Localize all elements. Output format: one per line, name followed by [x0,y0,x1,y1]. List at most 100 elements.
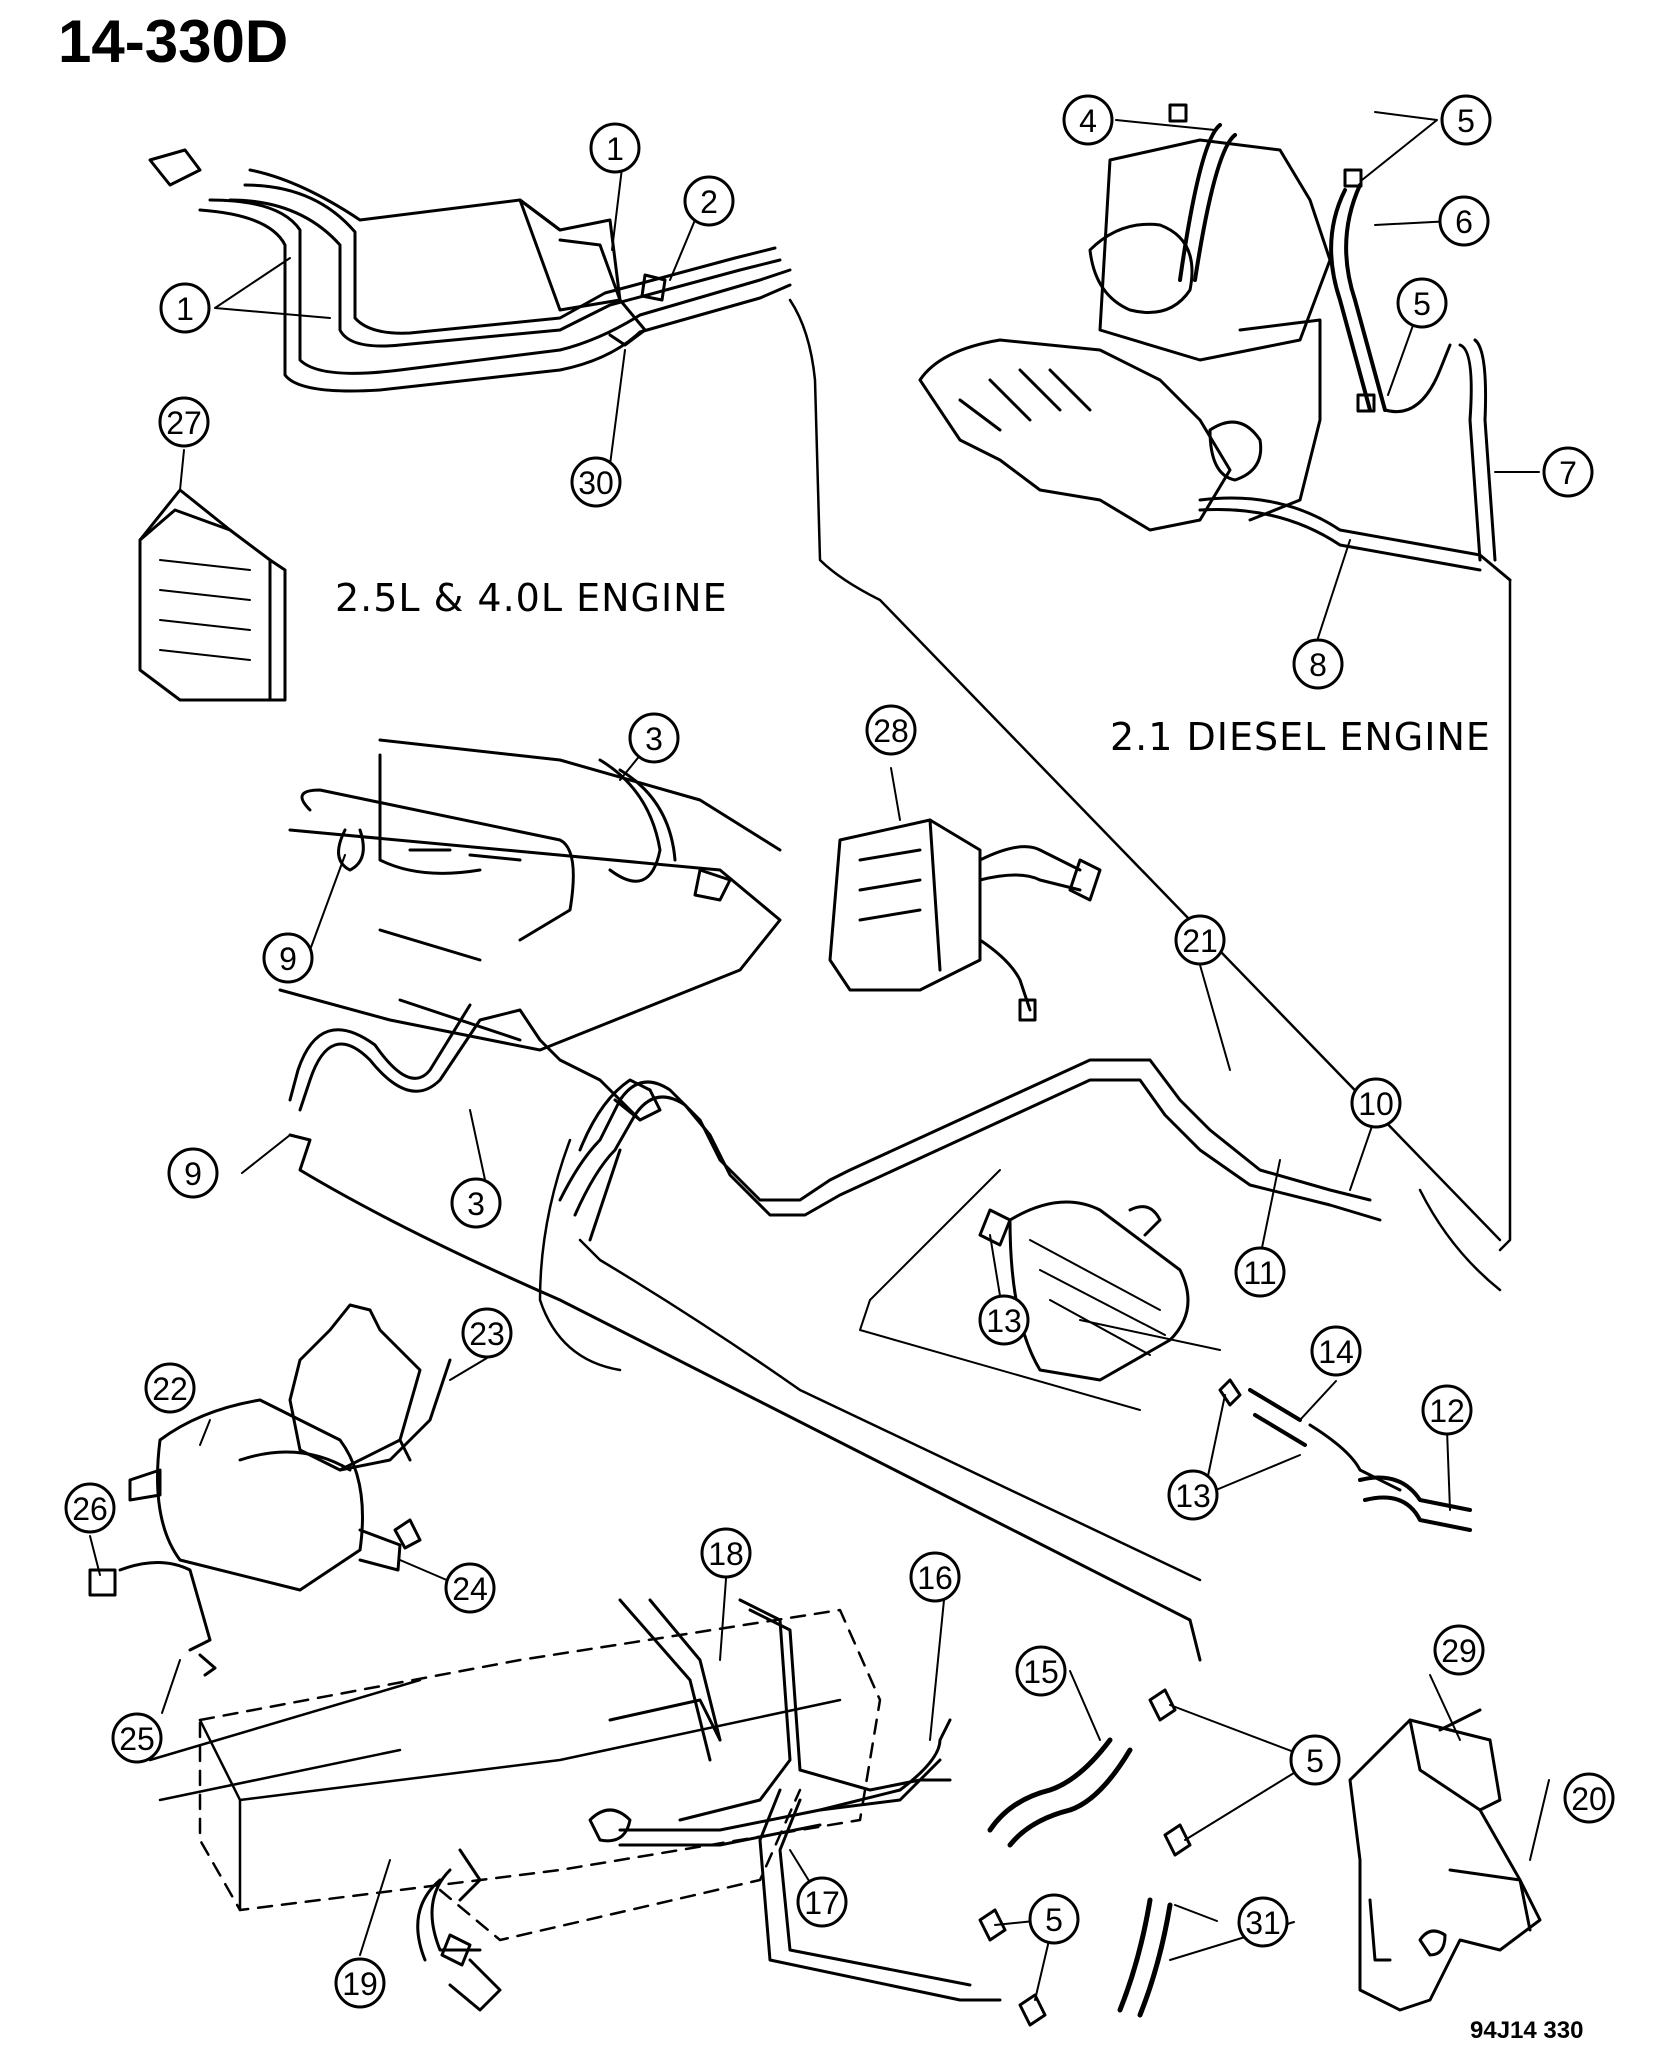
callout-9: 9 [262,932,314,984]
callout-circle [1028,1893,1080,1945]
callout-13: 13 [978,1294,1030,1346]
callout-circle [450,1177,502,1229]
callout-circle [700,1527,752,1579]
callout-circle [1542,446,1594,498]
callout-circle [158,396,210,448]
callout-5-2: 5 [1396,277,1448,329]
callout-number: 5 [1306,1743,1324,1779]
callout-circle [111,1712,163,1764]
callout-circle [1289,1734,1341,1786]
callout-2: 2 [683,175,735,227]
callout-number: 13 [986,1303,1022,1339]
diagram-title: 14-330D [58,8,288,75]
callout-9-2: 9 [167,1147,219,1199]
callout-12: 12 [1421,1384,1473,1436]
callout-19: 19 [334,1957,386,2009]
vapor-canister [859,1169,1472,1532]
callout-number: 4 [1079,103,1097,139]
callout-number: 1 [176,291,194,327]
callout-circle [1433,1624,1485,1676]
callout-number: 25 [119,1721,155,1757]
callout-number: 22 [152,1371,188,1407]
callout-13-2: 13 [1167,1469,1219,1521]
callout-15: 15 [1015,1645,1067,1697]
callout-circle [1167,1469,1219,1521]
callout-5-4: 5 [1028,1893,1080,1945]
callout-14: 14 [1310,1325,1362,1377]
callout-circle [589,122,641,174]
callout-26: 26 [64,1482,116,1534]
engine-label-gas: 2.5L & 4.0L ENGINE [335,576,728,620]
callout-number: 6 [1455,204,1473,240]
callout-number: 13 [1175,1478,1211,1514]
ecu-module [138,488,287,702]
callout-circle [334,1957,386,2009]
callout-5: 5 [1440,94,1492,146]
relay-module [828,818,1102,1022]
callout-number: 5 [1413,286,1431,322]
callout-circle [1310,1325,1362,1377]
callout-circle [1440,94,1492,146]
callout-circle [1237,1896,1289,1948]
callout-circle [1421,1384,1473,1436]
callout-circle [1350,1077,1402,1129]
mounting-bracket [1348,1708,1542,2012]
callout-circle [683,175,735,227]
callout-number: 28 [873,713,909,749]
callout-circle [1292,638,1344,690]
callout-number: 2 [700,184,718,220]
callout-number: 1 [606,131,624,167]
callout-circle [865,704,917,756]
callout-circle [909,1551,961,1603]
callout-number: 7 [1559,455,1577,491]
callout-number: 23 [469,1316,505,1352]
callout-4: 4 [1062,94,1114,146]
callout-16: 16 [909,1551,961,1603]
callout-circle [1438,195,1490,247]
callout-1-2: 1 [159,282,211,334]
callout-circle [167,1147,219,1199]
fuel-tank-filler-area [278,738,782,1052]
callout-circle [1563,1772,1615,1824]
drawing-code: 94J14 330 [1470,2017,1583,2044]
callout-circle [1396,277,1448,329]
callout-3-2: 3 [450,1177,502,1229]
callout-8: 8 [1292,638,1344,690]
callout-number: 9 [279,941,297,977]
filter-bracket [288,1303,452,1550]
callout-circle [1174,914,1226,966]
callout-21: 21 [1174,914,1226,966]
callout-circle [144,1362,196,1414]
fuel-filter [88,1398,402,1677]
callout-22: 22 [144,1362,196,1414]
callout-31: 31 [1237,1896,1289,1948]
fuel-lines-to-tank [288,1003,1502,1662]
callout-circle [1234,1246,1286,1298]
callout-3: 3 [628,712,680,764]
gas-engine-fuel-lines [148,148,1502,1242]
callout-number: 10 [1358,1086,1394,1122]
callout-27: 27 [158,396,210,448]
callout-circle [159,282,211,334]
callout-28: 28 [865,704,917,756]
callout-number: 27 [166,405,202,441]
callout-number: 29 [1441,1633,1477,1669]
callout-29: 29 [1433,1624,1485,1676]
callout-10: 10 [1350,1077,1402,1129]
callout-circle [1062,94,1114,146]
callout-number: 30 [578,465,614,501]
engine-label-diesel: 2.1 DIESEL ENGINE [1110,715,1491,759]
callout-number: 24 [452,1571,488,1607]
callout-7: 7 [1542,446,1594,498]
callout-30: 30 [570,456,622,508]
callout-25: 25 [111,1712,163,1764]
callout-number: 8 [1309,647,1327,683]
callout-number: 20 [1571,1781,1607,1817]
callout-circle [570,456,622,508]
diesel-engine-fuel-lines [918,103,1512,1252]
callout-circle [628,712,680,764]
callout-circle [796,1876,848,1928]
callout-number: 14 [1318,1334,1354,1370]
callout-6: 6 [1438,195,1490,247]
